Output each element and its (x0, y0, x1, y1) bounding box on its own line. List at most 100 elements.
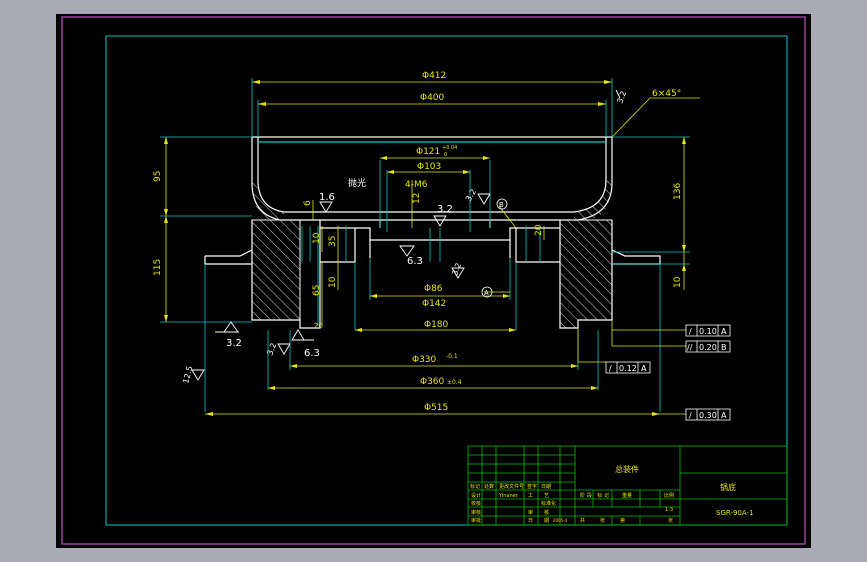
dim-h10-a: 10 (312, 232, 322, 244)
dim-chamfer: 6×45° (652, 89, 681, 99)
roughness-3-2-c: 3.2 (450, 262, 463, 277)
tolerance-symbol: // (687, 343, 693, 352)
tb-std-label-2: 审 (528, 509, 533, 516)
tolerance-value: 0.10 (699, 327, 717, 336)
dim-d400: Φ400 (420, 93, 445, 103)
dim-h115: 115 (153, 259, 163, 276)
roughness-12-5: 12.5 (181, 365, 194, 385)
dim-d330-tol: -0.1 (446, 353, 458, 360)
tb-drawing-no: SGR-90A-1 (716, 509, 754, 517)
tolerance-datum: A (721, 411, 727, 420)
tolerance-symbol: / (609, 364, 612, 373)
roughness-3-2-d: 3.2 (226, 338, 242, 349)
roughness-3-2-a: 3.2 (437, 204, 453, 215)
dim-d103: Φ103 (417, 162, 441, 172)
tolerance-symbol: / (689, 327, 692, 336)
dim-thread: 4-M6 (405, 180, 428, 190)
tb-sheet-no: 第 (620, 517, 625, 524)
datum-a-marker (481, 286, 493, 298)
polish-note: 抛光 (348, 177, 366, 189)
tb-rev-mark: 标记 (470, 483, 480, 490)
tb-rev-doc: 更改文件号 (499, 483, 524, 490)
datum-b-label: B (499, 201, 504, 209)
title-block: 标记 处数 更改文件号 签字 日期 设计 Yinaner 工 艺 校核 标准化 … (467, 445, 788, 526)
dim-d121-tol-upper: +0.04 (442, 145, 457, 151)
dimension-lines (165, 81, 700, 415)
tolerance-frame-3: / 0.12 A (605, 361, 651, 374)
section-hatch (251, 180, 613, 329)
roughness-6-3-a: 6.3 (407, 256, 423, 267)
tb-std-value-1: 标准化 (541, 500, 556, 507)
tolerance-frame-1: / 0.10 A (685, 324, 731, 337)
tolerance-datum: A (721, 327, 727, 336)
dim-d86: Φ86 (424, 284, 443, 294)
dim-h65: 65 (312, 285, 322, 296)
tb-rev-count: 处数 (484, 483, 494, 490)
tb-role-approve: 审批 (471, 517, 481, 524)
dim-d412: Φ412 (422, 71, 446, 81)
tolerance-value: 0.20 (699, 343, 717, 352)
tb-rev-sign: 签字 (527, 483, 537, 490)
tb-std-value-0: 艺 (544, 493, 549, 499)
tb-role-check: 校核 (471, 500, 481, 507)
tb-sheet-total: 共 (580, 517, 585, 524)
tb-date: 2005-4 (553, 518, 568, 523)
dim-d515: Φ515 (424, 403, 448, 413)
tb-std-value-2: 核 (544, 509, 549, 516)
drawing-sheet (56, 14, 811, 548)
tb-std-label-3: 日 (528, 518, 533, 524)
tb-stage-4: 记 (604, 492, 609, 499)
roughness-3-2-f: 3.2 (615, 90, 628, 105)
dim-d121: Φ121 (416, 147, 440, 157)
tb-stage-2: 段 (587, 492, 592, 499)
tb-part-name: 锅底 (720, 482, 736, 492)
dim-h95: 95 (153, 171, 163, 182)
dim-d360: Φ360 (420, 377, 445, 387)
dim-h6: 6 (303, 200, 313, 206)
tb-assembly: 总装件 (615, 464, 639, 474)
tolerance-datum: A (641, 364, 647, 373)
tb-sheet-zhang2: 张 (668, 517, 673, 524)
tolerance-value: 0.30 (699, 411, 717, 420)
dim-d142: Φ142 (422, 299, 446, 309)
dim-d121-tol-lower: 0 (444, 152, 447, 158)
dim-d330: Φ330 (412, 355, 437, 365)
tolerance-frame-2: // 0.20 B (685, 340, 731, 353)
dim-h20-bottom: 20 (314, 322, 323, 330)
tolerance-value: 0.12 (619, 364, 637, 373)
tb-name-design: Yinaner (498, 493, 519, 499)
roughness-symbols (191, 89, 621, 381)
dim-h10-right: 10 (673, 276, 683, 288)
tb-weight: 重量 (622, 492, 632, 499)
roughness-1-6: 1.6 (319, 192, 335, 203)
dim-h10-b: 10 (328, 276, 338, 288)
dim-h12: 12 (412, 193, 422, 204)
construction-lines (160, 78, 690, 412)
datum-a-label: A (484, 289, 489, 297)
tb-scale: 1:3 (665, 507, 673, 513)
tb-sheet-zhang1: 张 (600, 517, 605, 524)
dim-h35: 35 (328, 236, 338, 247)
inner-frame (105, 35, 788, 526)
roughness-6-3-b: 6.3 (304, 348, 320, 359)
dim-d180: Φ180 (424, 320, 449, 330)
tb-stage-1: 阶 (580, 492, 585, 499)
tb-role-review: 审核 (471, 509, 481, 516)
dim-h136: 136 (673, 183, 683, 200)
tb-stage-3: 标 (597, 492, 602, 499)
roughness-3-2-e: 3.2 (265, 342, 278, 357)
dim-h20-right: 20 (534, 224, 544, 236)
dimension-arrows (164, 80, 686, 416)
outer-frame (61, 16, 806, 545)
tb-rev-date: 日期 (541, 484, 551, 490)
tb-role-design: 设计 (471, 492, 481, 499)
tolerance-symbol: / (689, 411, 692, 420)
tolerance-datum: B (721, 343, 727, 352)
dim-d360-tol: ±0.4 (447, 379, 462, 386)
tb-std-label-0: 工 (528, 493, 533, 499)
tb-std-value-3: 期 (544, 518, 549, 524)
tolerance-frame-4: / 0.30 A (685, 408, 731, 421)
tolerance-frames: / 0.10 A // 0.20 B / 0.12 A / 0.30 A (605, 324, 731, 421)
tb-scale-label: 比例 (664, 492, 674, 499)
